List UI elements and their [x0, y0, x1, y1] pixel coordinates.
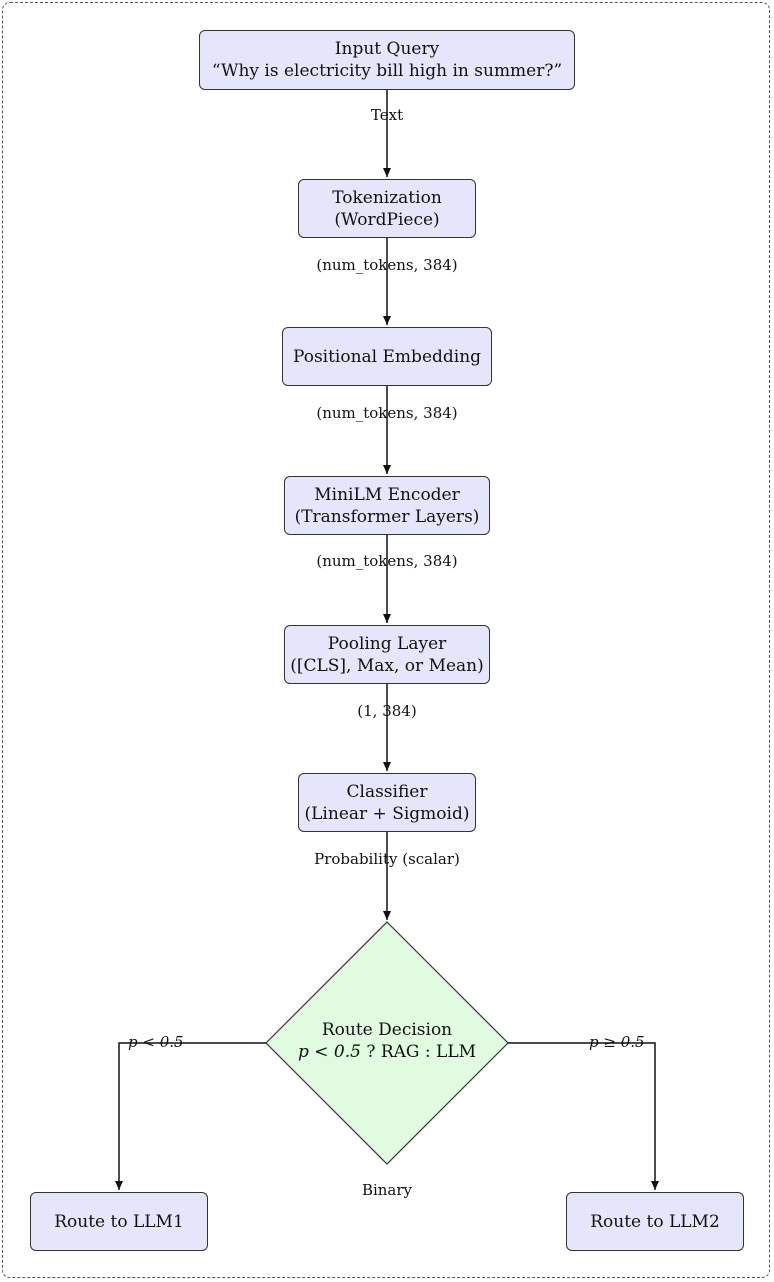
tokenization-subtitle: (WordPiece) [334, 209, 440, 230]
tokenization-node: Tokenization (WordPiece) [298, 179, 476, 238]
edge-decision-llm2 [508, 1042, 659, 1190]
pooling-title: Pooling Layer [327, 633, 447, 654]
classifier-title: Classifier [346, 781, 428, 802]
edge-label-probability: Probability (scalar) [314, 850, 460, 868]
pooling-layer-node: Pooling Layer ([CLS], Max, or Mean) [284, 625, 490, 684]
classifier-node: Classifier (Linear + Sigmoid) [298, 773, 476, 832]
positional-embedding-title: Positional Embedding [292, 346, 482, 367]
encoder-title: MiniLM Encoder [314, 484, 460, 505]
edge-label-right-condition: p ≥ 0.5 [589, 1033, 645, 1051]
edge-label-left-condition: p < 0.5 [128, 1033, 184, 1051]
decision-title: Route Decision [321, 1020, 453, 1040]
encoder-subtitle: (Transformer Layers) [294, 506, 480, 527]
route-llm1-node: Route to LLM1 [30, 1192, 208, 1251]
edge-label-tokens-2: (num_tokens, 384) [316, 404, 458, 422]
decision-outcome: ? RAG : LLM [360, 1042, 477, 1062]
input-query-title: Input Query [334, 39, 440, 59]
tokenization-title: Tokenization [332, 187, 442, 208]
edge-label-pooled: (1, 384) [357, 702, 417, 720]
minilm-encoder-node: MiniLM Encoder (Transformer Layers) [284, 476, 490, 535]
route-llm2-node: Route to LLM2 [566, 1192, 744, 1251]
edge-label-binary: Binary [361, 1181, 413, 1199]
edge-label-tokens-3: (num_tokens, 384) [316, 552, 458, 570]
edge-label-text: Text [370, 106, 404, 124]
input-query-node: Input Query “Why is electricity bill hig… [199, 30, 575, 90]
route-decision-label: Route Decision p < 0.5 ? RAG : LLM [277, 1019, 497, 1063]
classifier-subtitle: (Linear + Sigmoid) [304, 803, 470, 824]
llm2-title: Route to LLM2 [590, 1211, 720, 1232]
decision-condition: p < 0.5 [297, 1042, 361, 1062]
pooling-subtitle: ([CLS], Max, or Mean) [290, 655, 484, 676]
input-query-text: “Why is electricity bill high in summer?… [211, 61, 563, 81]
edge-decision-llm1 [115, 1042, 266, 1190]
route-decision-diamond [265, 921, 509, 1165]
edge-label-tokens-1: (num_tokens, 384) [316, 256, 458, 274]
llm1-title: Route to LLM1 [54, 1211, 184, 1232]
decision-rule: p < 0.5 ? RAG : LLM [277, 1041, 497, 1063]
positional-embedding-node: Positional Embedding [282, 327, 492, 386]
